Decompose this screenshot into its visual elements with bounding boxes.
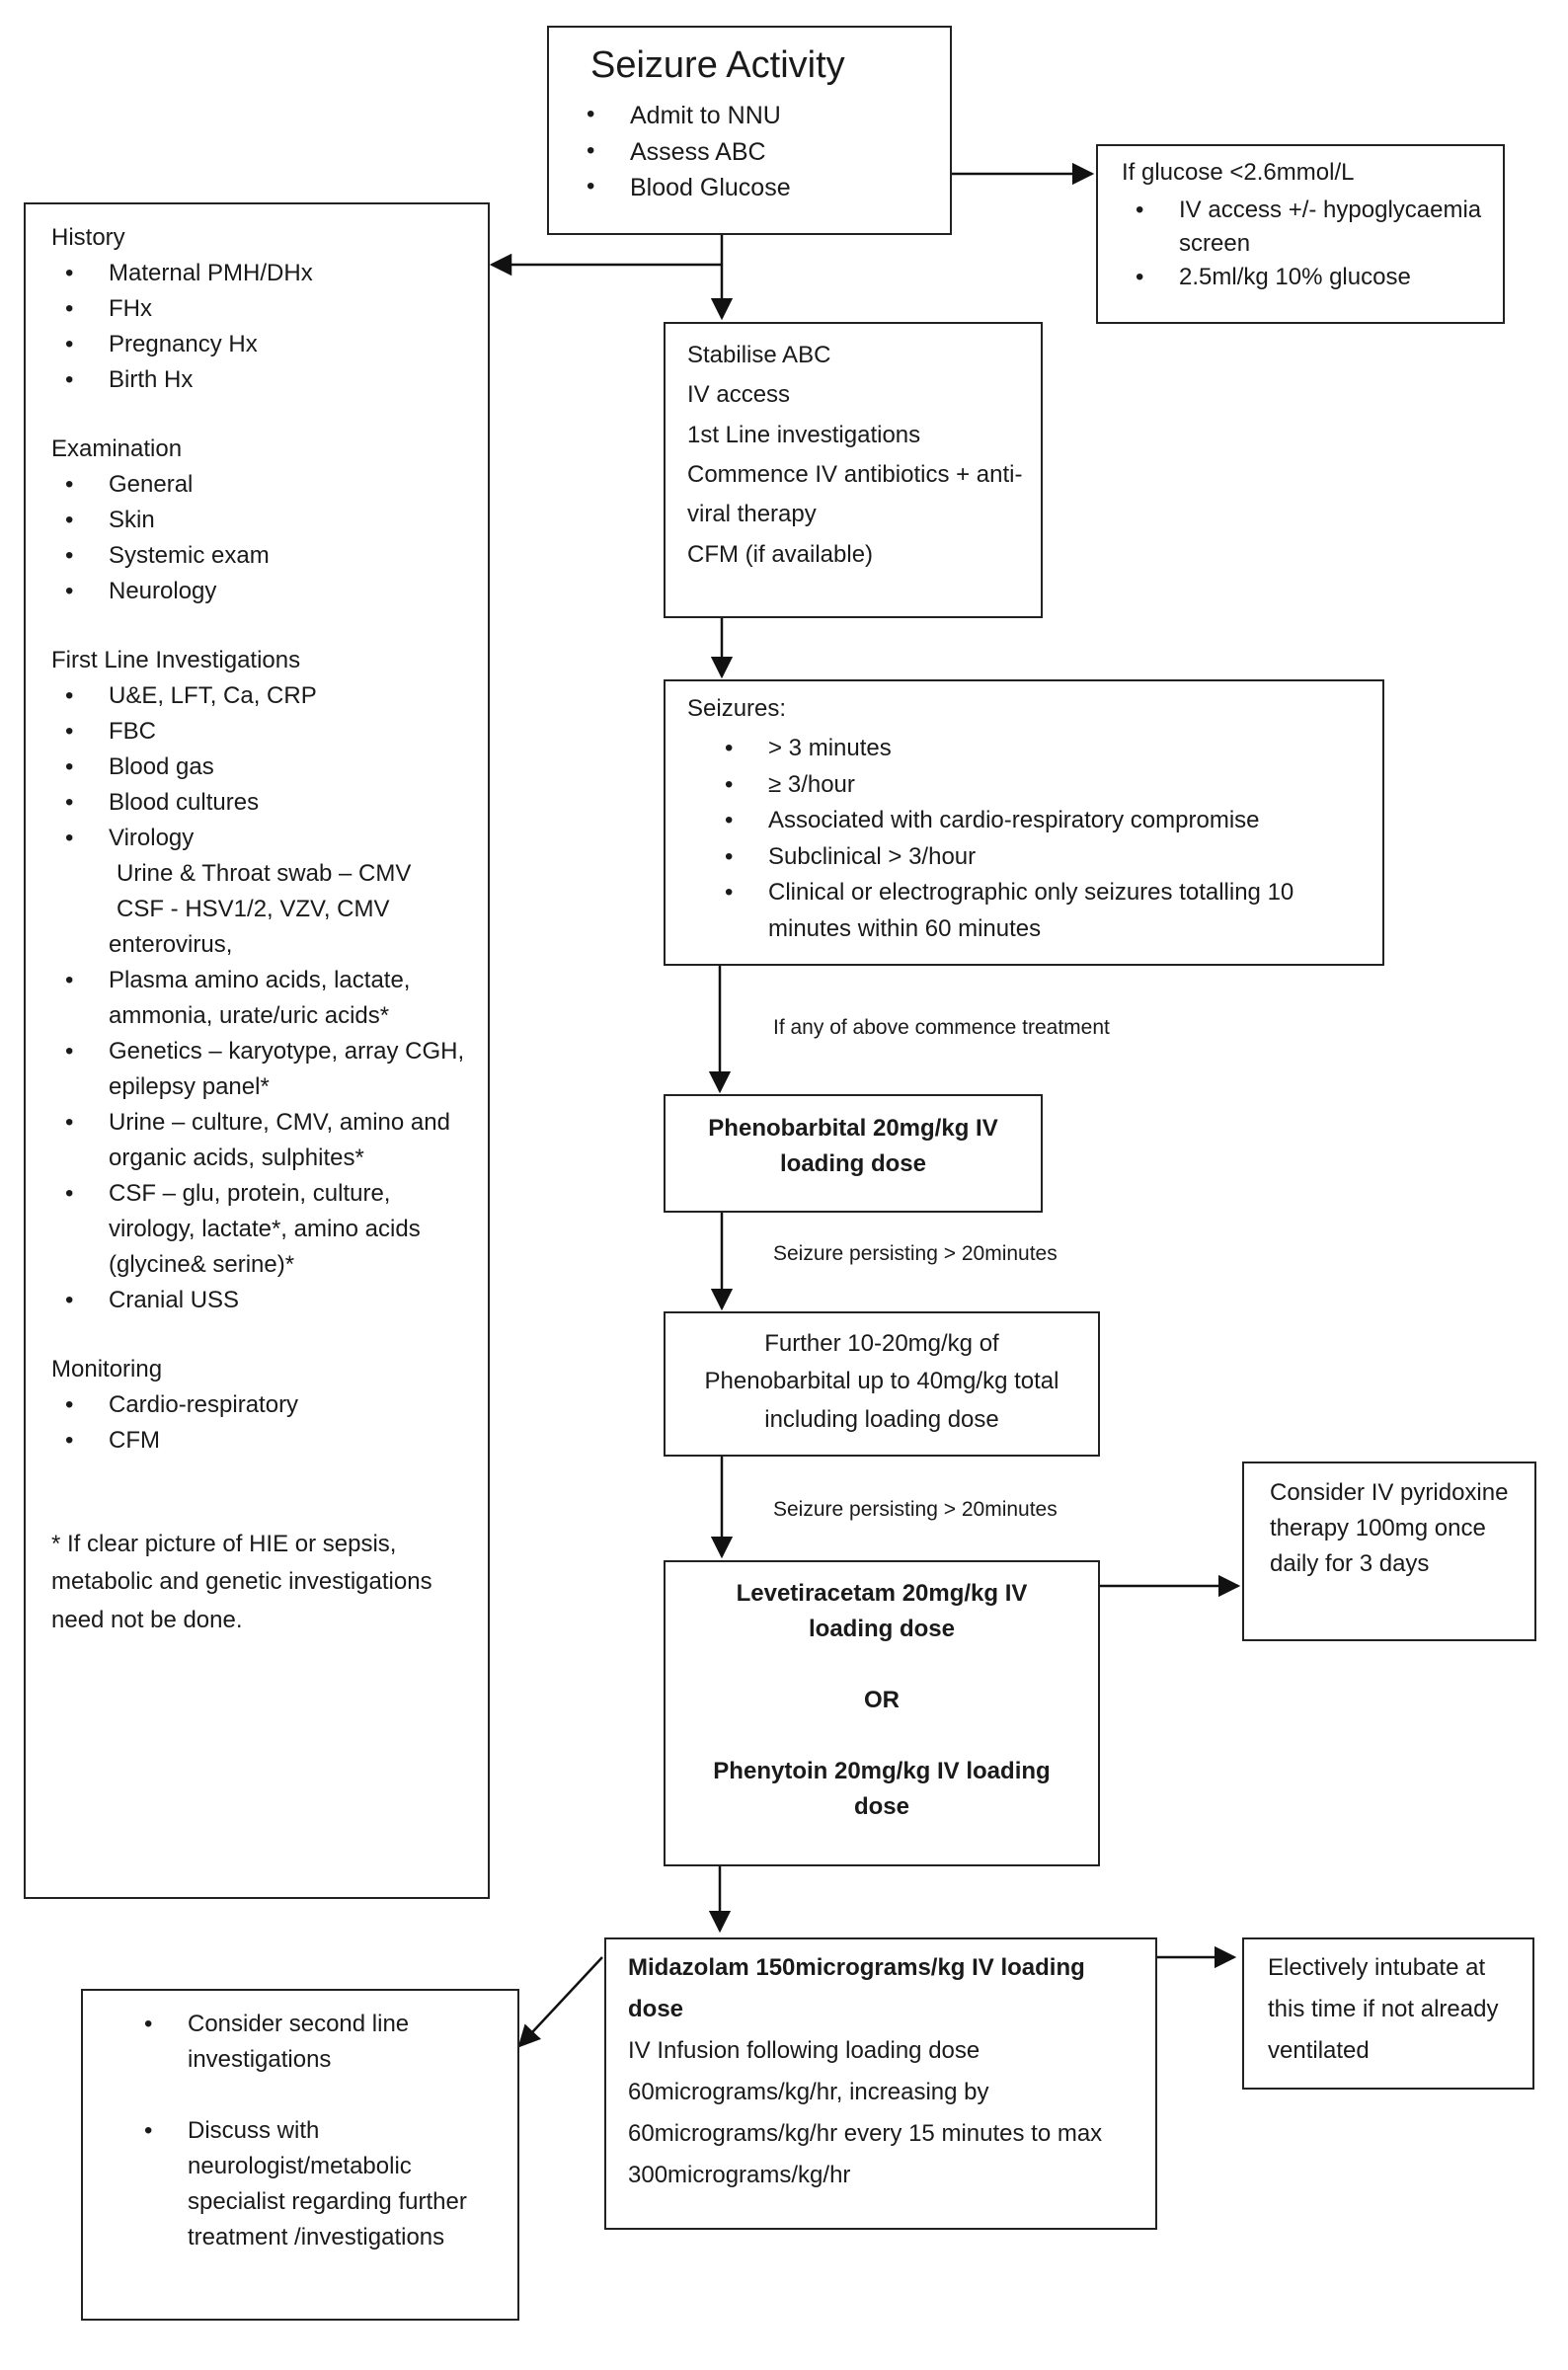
glucose-heading: If glucose <2.6mmol/L <box>1122 159 1355 186</box>
list-item: Birth Hx <box>65 362 470 398</box>
list-item: Plasma amino acids, lactate, ammonia, ur… <box>65 963 470 1034</box>
history-list: Maternal PMH/DHx FHx Pregnancy Hx Birth … <box>51 256 470 398</box>
seizures-heading: Seizures: <box>687 695 787 722</box>
list-item: Discuss with neurologist/metabolic speci… <box>144 2113 500 2255</box>
list-item: CFM <box>65 1423 470 1459</box>
first-line-list: U&E, LFT, Ca, CRP FBC Blood gas Blood cu… <box>51 678 470 1318</box>
seizure-criteria-box: Seizures: > 3 minutes ≥ 3/hour Associate… <box>664 679 1384 966</box>
stabilise-line: 1st Line investigations <box>687 421 921 448</box>
list-item: Blood cultures <box>65 785 470 821</box>
virology-sub-line: Urine & Throat swab – CMV <box>117 860 412 887</box>
list-item: Cardio-respiratory <box>65 1387 470 1423</box>
stabilise-line: Stabilise ABC <box>687 342 831 368</box>
list-item: Blood gas <box>65 750 470 785</box>
list-item: U&E, LFT, Ca, CRP <box>65 678 470 714</box>
list-item: FBC <box>65 714 470 750</box>
stabilise-line: CFM (if available) <box>687 540 874 568</box>
list-item: > 3 minutes <box>725 731 1361 767</box>
or-text: OR <box>864 1687 900 1713</box>
seizure-criteria-list: > 3 minutes ≥ 3/hour Associated with car… <box>687 731 1361 947</box>
examination-section: Examination General Skin Systemic exam N… <box>51 432 470 609</box>
first-line-section: First Line Investigations U&E, LFT, Ca, … <box>51 643 470 1318</box>
arrow-to-second-line <box>517 1956 603 2048</box>
further-phenobarbital-box: Further 10-20mg/kg of Phenobarbital up t… <box>664 1311 1100 1457</box>
stabilise-line: Commence IV antibiotics + anti-viral the… <box>687 460 1023 528</box>
second-line-box: Consider second line investigations Disc… <box>81 1989 519 2321</box>
seizure-activity-list: Admit to NNU Assess ABC Blood Glucose <box>571 98 930 205</box>
list-item: Subclinical > 3/hour <box>725 839 1361 876</box>
seizure-activity-title: Seizure Activity <box>590 44 845 86</box>
phenytoin-text: Phenytoin 20mg/kg IV loading dose <box>713 1758 1051 1820</box>
assessment-panel: History Maternal PMH/DHx FHx Pregnancy H… <box>24 202 490 1899</box>
glucose-box: If glucose <2.6mmol/L IV access +/- hypo… <box>1096 144 1505 324</box>
pyridoxine-text: Consider IV pyridoxine therapy 100mg onc… <box>1270 1479 1509 1577</box>
examination-heading: Examination <box>51 435 183 462</box>
history-heading: History <box>51 224 125 251</box>
history-section: History Maternal PMH/DHx FHx Pregnancy H… <box>51 220 470 398</box>
list-item: IV access +/- hypoglycaemia screen <box>1136 194 1485 261</box>
list-item: Blood Glucose <box>587 170 930 205</box>
stabilise-line: IV access <box>687 381 791 409</box>
stabilise-box: Stabilise ABC IV access 1st Line investi… <box>664 322 1043 618</box>
list-item: 2.5ml/kg 10% glucose <box>1136 261 1485 294</box>
list-item: Maternal PMH/DHx <box>65 256 470 291</box>
phenobarbital-text: Phenobarbital 20mg/kg IV loading dose <box>708 1115 998 1177</box>
intubate-box: Electively intubate at this time if not … <box>1242 1937 1534 2090</box>
monitoring-section: Monitoring Cardio-respiratory CFM <box>51 1352 470 1459</box>
list-item: Urine – culture, CMV, amino and organic … <box>65 1105 470 1176</box>
virology-label: Virology <box>109 825 195 851</box>
list-item: Consider second line investigations <box>144 2007 500 2078</box>
intubate-text: Electively intubate at this time if not … <box>1268 1954 1499 2064</box>
virology-sub-line: enterovirus, <box>109 931 233 958</box>
commence-treatment-label: If any of above commence treatment <box>773 1016 1110 1039</box>
list-item: Skin <box>65 503 470 538</box>
further-phenobarbital-text: Further 10-20mg/kg of Phenobarbital up t… <box>704 1330 1059 1433</box>
seizure-persisting-label: Seizure persisting > 20minutes <box>773 1242 1058 1265</box>
list-item: ≥ 3/hour <box>725 767 1361 804</box>
list-item: FHx <box>65 291 470 327</box>
seizure-persisting-label: Seizure persisting > 20minutes <box>773 1498 1058 1521</box>
phenobarbital-box: Phenobarbital 20mg/kg IV loading dose <box>664 1094 1043 1213</box>
list-item: Virology Urine & Throat swab – CMV CSF -… <box>65 821 470 963</box>
virology-sub-line: CSF - HSV1/2, VZV, CMV <box>117 896 390 922</box>
monitoring-heading: Monitoring <box>51 1356 163 1382</box>
midazolam-box: Midazolam 150micrograms/kg IV loading do… <box>604 1937 1157 2230</box>
list-item: Systemic exam <box>65 538 470 574</box>
list-item: Admit to NNU <box>587 98 930 133</box>
list-item: Clinical or electrographic only seizures… <box>725 875 1361 947</box>
examination-list: General Skin Systemic exam Neurology <box>51 467 470 609</box>
list-item: Genetics – karyotype, array CGH, epileps… <box>65 1034 470 1105</box>
list-item: Cranial USS <box>65 1283 470 1318</box>
second-line-list: Consider second line investigations Disc… <box>107 2007 500 2255</box>
midazolam-loading-dose: Midazolam 150micrograms/kg IV loading do… <box>628 1954 1085 2022</box>
list-item: Associated with cardio-respiratory compr… <box>725 803 1361 839</box>
list-item: Assess ABC <box>587 134 930 170</box>
list-item: Neurology <box>65 574 470 609</box>
list-item: General <box>65 467 470 503</box>
midazolam-infusion: IV Infusion following loading dose 60mic… <box>628 2037 1103 2188</box>
seizure-activity-box: Seizure Activity Admit to NNU Assess ABC… <box>547 26 952 235</box>
list-item: Pregnancy Hx <box>65 327 470 362</box>
footnote: * If clear picture of HIE or sepsis, met… <box>51 1531 432 1633</box>
levetiracetam-box: Levetiracetam 20mg/kg IV loading dose OR… <box>664 1560 1100 1866</box>
first-line-heading: First Line Investigations <box>51 647 301 673</box>
monitoring-list: Cardio-respiratory CFM <box>51 1387 470 1459</box>
glucose-list: IV access +/- hypoglycaemia screen 2.5ml… <box>1122 194 1485 294</box>
levetiracetam-text: Levetiracetam 20mg/kg IV loading dose <box>736 1580 1028 1642</box>
pyridoxine-box: Consider IV pyridoxine therapy 100mg onc… <box>1242 1462 1536 1641</box>
list-item: CSF – glu, protein, culture, virology, l… <box>65 1176 470 1283</box>
